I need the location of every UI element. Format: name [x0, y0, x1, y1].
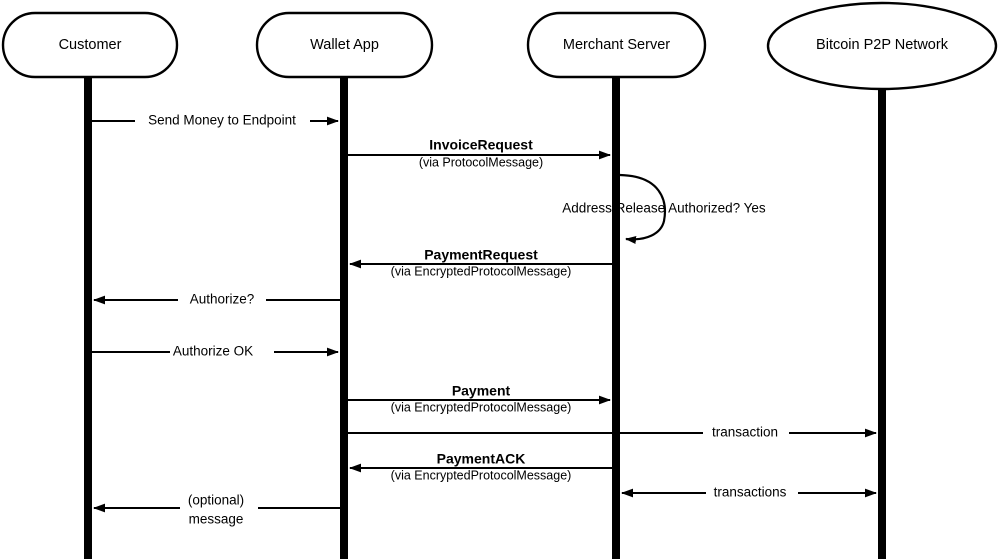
- actor-label-bitcoin: Bitcoin P2P Network: [816, 37, 949, 53]
- actor-bitcoin[interactable]: Bitcoin P2P Network: [766, 1, 998, 91]
- backdrop-payment: [378, 383, 590, 399]
- message-sublabel-payment-ack: (via EncryptedProtocolMessage): [391, 468, 572, 482]
- actor-label-customer: Customer: [59, 37, 122, 53]
- backdrop-authorize-ok: [170, 343, 274, 361]
- message-sublabel-payment: (via EncryptedProtocolMessage): [391, 400, 572, 414]
- actor-box-wallet: [255, 11, 434, 79]
- actor-ellipse-bitcoin: [766, 1, 998, 91]
- backdrop-optional: [180, 499, 258, 517]
- message-sublabel-invoice-request: (via ProtocolMessage): [419, 155, 543, 169]
- actor-merchant[interactable]: Merchant Server: [526, 11, 707, 79]
- message-label-authorize-question: Authorize?: [190, 292, 255, 307]
- message-label-payment-ack: PaymentACK: [437, 451, 526, 467]
- actor-box-merchant: [526, 11, 707, 79]
- message-arc-address-release: [619, 173, 666, 244]
- message-label-transaction: transaction: [712, 425, 778, 440]
- backdrop-invoice-request: [398, 137, 570, 153]
- actors-group: Customer Wallet App Merchant Server Bitc…: [1, 1, 998, 91]
- backdrop-payment-request: [378, 247, 590, 263]
- message-label-payment: Payment: [452, 383, 511, 399]
- message-sublabel-payment-request: (via EncryptedProtocolMessage): [391, 264, 572, 278]
- message-label-invoice-request: InvoiceRequest: [429, 137, 533, 153]
- backdrop-transaction: [703, 424, 789, 442]
- actor-wallet[interactable]: Wallet App: [255, 11, 434, 79]
- actor-customer[interactable]: Customer: [1, 11, 179, 79]
- backdrop-authorize-question: [178, 291, 266, 309]
- message-label-payment-request: PaymentRequest: [424, 247, 538, 263]
- lifelines-group: [84, 77, 886, 559]
- message-sublabel-optional-message: message: [189, 512, 244, 527]
- message-label-send-money: Send Money to Endpoint: [148, 113, 296, 128]
- actor-box-customer: [1, 11, 179, 79]
- actor-label-merchant: Merchant Server: [563, 37, 670, 53]
- backdrop-transactions: [706, 484, 798, 502]
- backdrop-payment-ack: [378, 451, 590, 467]
- message-label-authorize-ok: Authorize OK: [173, 344, 253, 359]
- message-label-optional-message: (optional): [188, 493, 244, 508]
- actor-label-wallet: Wallet App: [310, 37, 379, 53]
- message-label-transactions: transactions: [714, 485, 787, 500]
- message-labels-group: Send Money to Endpoint InvoiceRequest (v…: [148, 113, 787, 527]
- message-label-address-release: Address Release Authorized? Yes: [562, 201, 766, 216]
- backdrop-send-money: [135, 112, 310, 130]
- label-backdrops: [135, 112, 798, 517]
